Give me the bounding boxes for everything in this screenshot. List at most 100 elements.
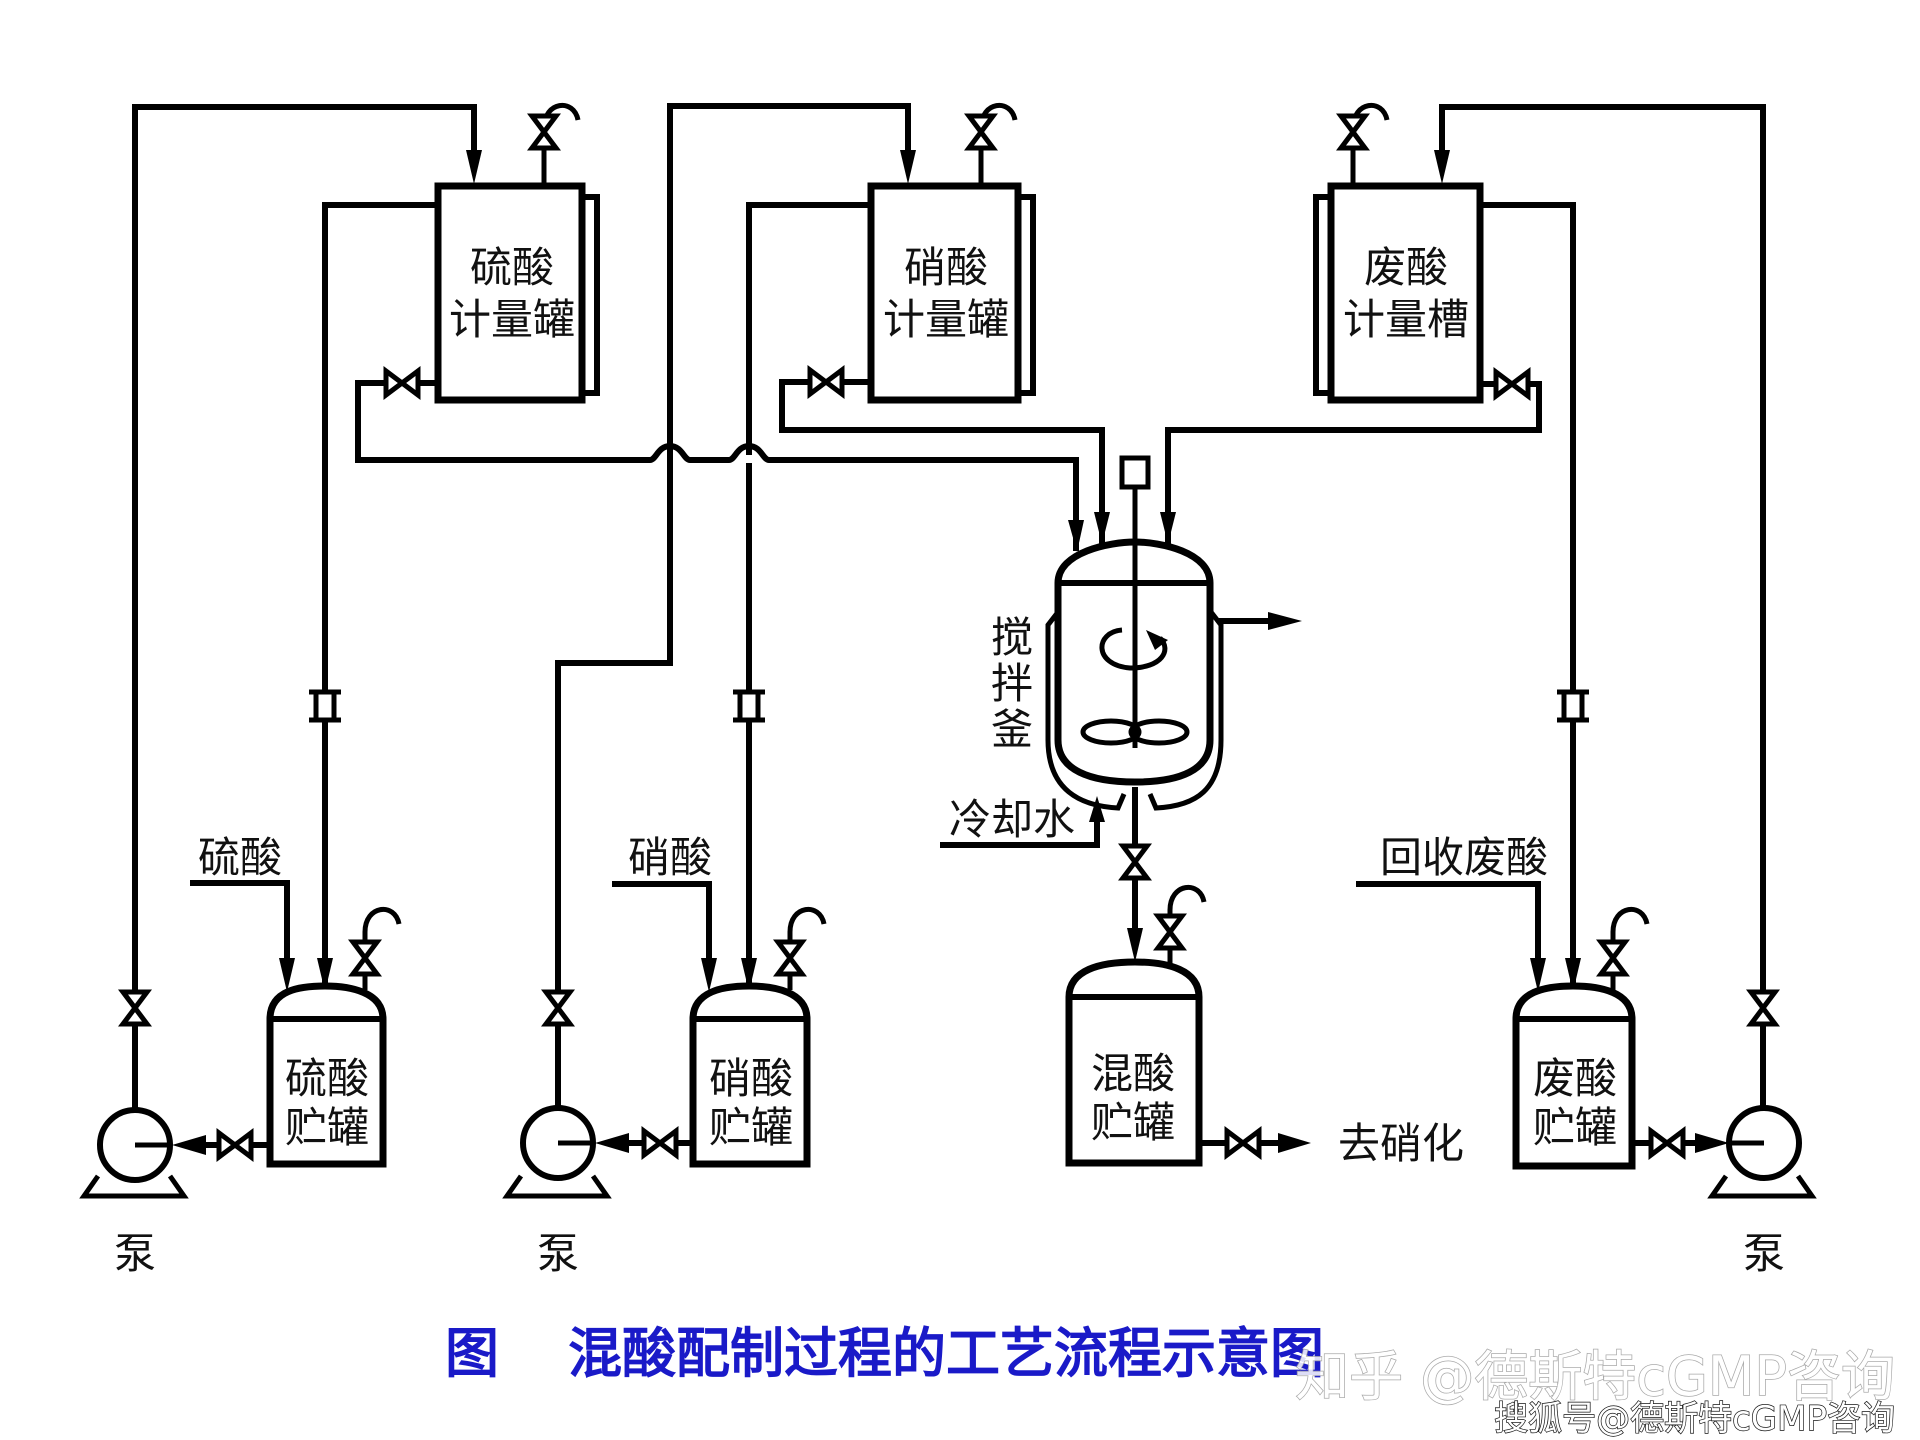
nitric-storage-label-1: 硝酸	[709, 1054, 793, 1103]
sulfuric-feed-to-reactor	[355, 380, 1079, 551]
figure-caption: 混酸配制过程的工艺流程示意图	[568, 1322, 1324, 1385]
cooling-water-inlet	[940, 817, 1100, 848]
arrow-icon	[1565, 958, 1581, 992]
mixed-storage-label-2: 贮罐	[1091, 1098, 1175, 1147]
reactor-label-2: 拌	[991, 659, 1033, 708]
waste-overflow-line	[1477, 202, 1576, 995]
nitric-meter-label-1: 硝酸	[904, 243, 988, 292]
valve-icon[interactable]	[778, 942, 802, 974]
waste-storage-label-1: 废酸	[1533, 1054, 1617, 1103]
valve-icon[interactable]	[1227, 1131, 1259, 1155]
reactor-label-3: 釜	[991, 705, 1033, 754]
nitric-feed-line	[612, 881, 712, 963]
mixed-acid-storage-tank: 混酸 贮罐	[1065, 958, 1203, 1167]
valve-icon[interactable]	[644, 1131, 676, 1155]
nitric-meter-tank: 硝酸 计量罐	[867, 182, 1036, 404]
nitric-meter-label-2: 计量罐	[883, 295, 1009, 344]
valve-icon[interactable]	[1123, 846, 1147, 878]
nitric-overflow-line	[746, 202, 874, 995]
arrow-icon	[1268, 612, 1302, 630]
arrow-icon	[1434, 150, 1450, 184]
arrow-icon	[900, 150, 916, 184]
stirred-reactor	[1045, 455, 1224, 811]
sulfuric-meter-jacket	[579, 194, 600, 396]
waste-meter-label-1: 废酸	[1364, 243, 1448, 292]
waste-storage-tank: 废酸 贮罐	[1512, 982, 1636, 1170]
flowmeter-icon	[309, 692, 341, 720]
figure-prefix: 图	[445, 1322, 499, 1385]
motor-icon	[1119, 455, 1151, 490]
waste-pump[interactable]	[1707, 1105, 1817, 1199]
reactor-label-1: 搅	[991, 613, 1033, 662]
sulfuric-pump-discharge-line	[132, 104, 477, 1113]
nitric-storage-tank: 硝酸 贮罐	[689, 982, 811, 1168]
waste-feed-to-reactor	[1165, 381, 1542, 548]
valve-icon[interactable]	[810, 370, 842, 394]
sulfuric-storage-label-2: 贮罐	[285, 1103, 369, 1152]
arrow-icon	[279, 958, 295, 992]
waste-meter-tank: 废酸 计量槽	[1313, 182, 1484, 404]
watermark-sohu: 搜狐号@德斯特cGMP咨询	[1494, 1399, 1895, 1439]
flowmeter-icon	[1557, 692, 1589, 720]
pump-label: 泵	[114, 1229, 156, 1278]
sulfuric-pump[interactable]	[79, 1107, 189, 1199]
rotation-arrow-icon	[1099, 627, 1168, 671]
cooling-water-label: 冷却水	[949, 795, 1075, 844]
valve-icon[interactable]	[1751, 992, 1775, 1024]
valve-icon[interactable]	[546, 992, 570, 1024]
valve-icon[interactable]	[386, 371, 418, 395]
impeller-icon	[1080, 718, 1142, 746]
waste-meter-label-2: 计量槽	[1343, 295, 1469, 344]
pump-label: 泵	[537, 1229, 579, 1278]
valve-icon[interactable]	[1601, 942, 1625, 974]
pump-label: 泵	[1743, 1229, 1785, 1278]
arrow-icon	[1089, 796, 1105, 822]
valve-icon[interactable]	[532, 116, 556, 148]
arrow-icon	[1127, 928, 1143, 962]
valve-icon[interactable]	[219, 1133, 251, 1157]
valve-icon[interactable]	[1651, 1131, 1683, 1155]
valve-icon[interactable]	[1496, 372, 1528, 396]
waste-feed-label: 回收废酸	[1380, 833, 1548, 882]
flowmeter-icon	[733, 692, 765, 720]
arrow-icon	[1146, 630, 1168, 650]
sulfuric-feed-label: 硫酸	[198, 833, 282, 882]
impeller-icon	[1128, 718, 1190, 746]
valve-icon[interactable]	[123, 992, 147, 1024]
arrow-icon	[172, 1135, 206, 1155]
valve-icon[interactable]	[1341, 116, 1365, 148]
arrow-icon	[1695, 1133, 1729, 1153]
nitric-meter-jacket	[1015, 194, 1036, 396]
sulfuric-meter-tank: 硫酸 计量罐	[434, 182, 600, 404]
arrow-icon	[1160, 512, 1176, 544]
to-nitration-label: 去硝化	[1338, 1119, 1464, 1168]
nitric-feed-label: 硝酸	[628, 833, 712, 882]
arrow-icon	[741, 958, 757, 992]
waste-storage-label-2: 贮罐	[1533, 1103, 1617, 1152]
nitric-pump[interactable]	[502, 1105, 612, 1199]
sulfuric-meter-label-2: 计量罐	[449, 295, 575, 344]
cooling-jacket	[1045, 610, 1224, 811]
waste-meter-jacket	[1313, 194, 1334, 396]
nitric-pump-discharge-line	[555, 103, 911, 1113]
watermark-zhihu: 知乎 @德斯特cGMP咨询	[1295, 1345, 1895, 1408]
nitric-feed-to-reactor	[779, 379, 1105, 548]
waste-feed-line	[1356, 881, 1541, 963]
mixed-storage-label-1: 混酸	[1091, 1049, 1175, 1098]
arrow-icon	[701, 958, 717, 992]
waste-pump-discharge-line	[1439, 104, 1766, 1113]
valve-icon[interactable]	[969, 116, 993, 148]
arrow-icon	[1068, 520, 1084, 552]
nitric-storage-label-2: 贮罐	[709, 1103, 793, 1152]
arrow-icon	[1094, 512, 1110, 544]
arrow-icon	[595, 1133, 629, 1153]
valve-icon[interactable]	[1158, 916, 1182, 948]
sulfuric-overflow-line	[322, 202, 441, 995]
arrow-icon	[1530, 958, 1546, 992]
arrow-icon	[466, 150, 482, 184]
valve-icon[interactable]	[353, 942, 377, 974]
sulfuric-storage-tank: 硫酸 贮罐	[266, 982, 387, 1168]
arrow-icon	[317, 958, 333, 992]
sulfuric-storage-label-1: 硫酸	[285, 1054, 369, 1103]
